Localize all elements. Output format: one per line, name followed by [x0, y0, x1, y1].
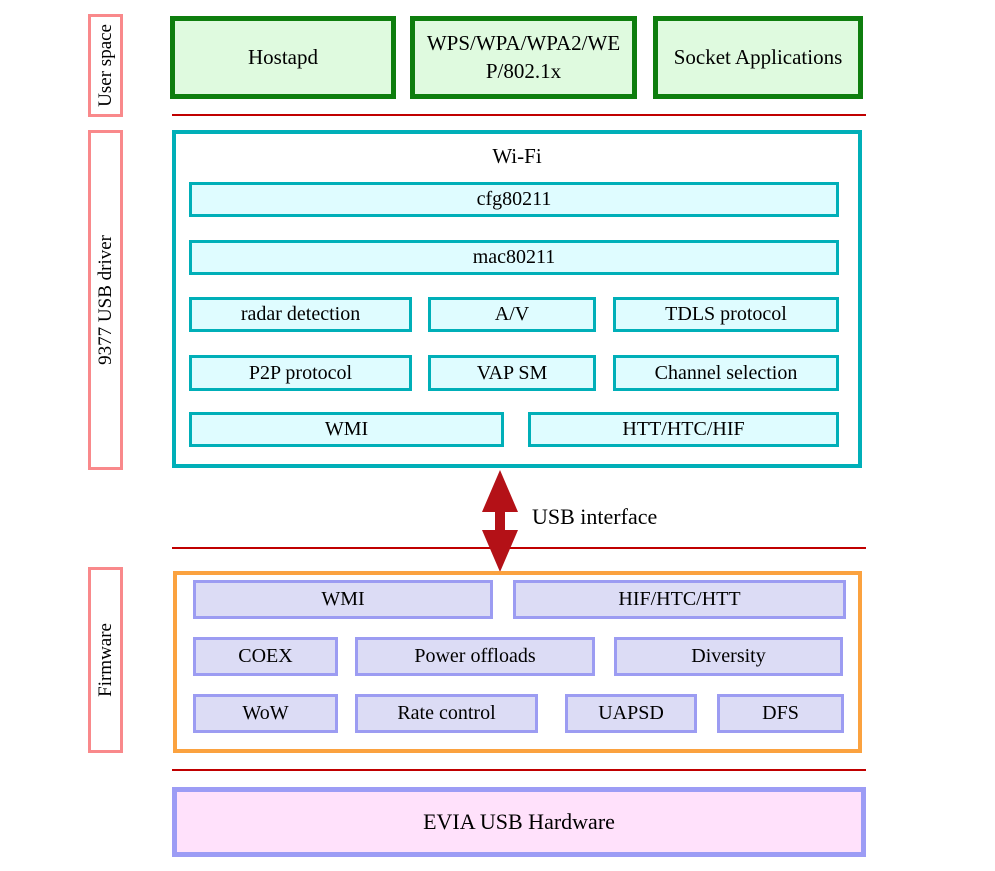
radar-detection-box: radar detection — [189, 297, 412, 332]
evia-usb-hardware-box: EVIA USB Hardware — [172, 787, 866, 857]
usb-interface-arrow-icon — [482, 470, 518, 572]
power-offloads-box: Power offloads — [355, 637, 595, 676]
uapsd-box: UAPSD — [565, 694, 697, 733]
firmware-section-label: Firmware — [88, 567, 123, 753]
firmware-panel: WMI HIF/HTC/HTT COEX Power offloads Dive… — [173, 571, 862, 753]
user-space-section-label: User space — [88, 14, 123, 117]
separator-line-middle — [172, 547, 866, 549]
dfs-box: DFS — [717, 694, 844, 733]
htt-htc-hif-box: HTT/HTC/HIF — [528, 412, 839, 447]
socket-applications-box: Socket Applications — [653, 16, 863, 99]
firmware-label-text: Firmware — [94, 623, 116, 697]
rate-control-box: Rate control — [355, 694, 538, 733]
driver-wmi-box: WMI — [189, 412, 504, 447]
usb-driver-section-label: 9377 USB driver — [88, 130, 123, 470]
wow-box: WoW — [193, 694, 338, 733]
coex-box: COEX — [193, 637, 338, 676]
hostapd-box: Hostapd — [170, 16, 396, 99]
usb-driver-panel: Wi-Fi cfg80211 mac80211 radar detection … — [172, 130, 862, 468]
av-box: A/V — [428, 297, 596, 332]
separator-line-bottom — [172, 769, 866, 771]
mac80211-box: mac80211 — [189, 240, 839, 275]
wifi-title: Wi-Fi — [492, 144, 542, 168]
channel-selection-box: Channel selection — [613, 355, 839, 391]
separator-line-top — [172, 114, 866, 116]
p2p-protocol-box: P2P protocol — [189, 355, 412, 391]
user-space-label-text: User space — [94, 24, 116, 107]
firmware-wmi-box: WMI — [193, 580, 493, 619]
cfg80211-box: cfg80211 — [189, 182, 839, 217]
diversity-box: Diversity — [614, 637, 843, 676]
wps-wpa-box: WPS/WPA/WPA2/WEP/802.1x — [410, 16, 637, 99]
usb-driver-label-text: 9377 USB driver — [94, 235, 116, 365]
usb-interface-label: USB interface — [532, 504, 658, 529]
hif-htc-htt-box: HIF/HTC/HTT — [513, 580, 846, 619]
tdls-protocol-box: TDLS protocol — [613, 297, 839, 332]
vap-sm-box: VAP SM — [428, 355, 596, 391]
